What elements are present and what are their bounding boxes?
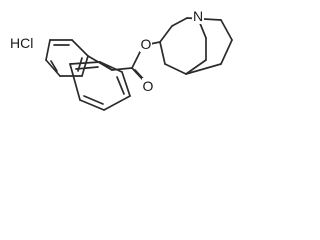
salt-label: HCl (10, 35, 33, 51)
phenyl-ring-lower (69, 61, 131, 111)
carbonyl-oxygen-label: O (143, 78, 154, 94)
structure-diagram: O O N HCl (10, 8, 233, 111)
ester-oxygen-label: O (141, 36, 152, 52)
atom-labels: O O N (140, 8, 204, 94)
phenyl-ring-upper (45, 39, 89, 77)
diaryl-bridge (87, 55, 113, 71)
molecule-canvas: O O N HCl (0, 0, 248, 124)
amine-nitrogen-label: N (193, 8, 203, 24)
bicyclic-amine-ring (159, 15, 233, 75)
